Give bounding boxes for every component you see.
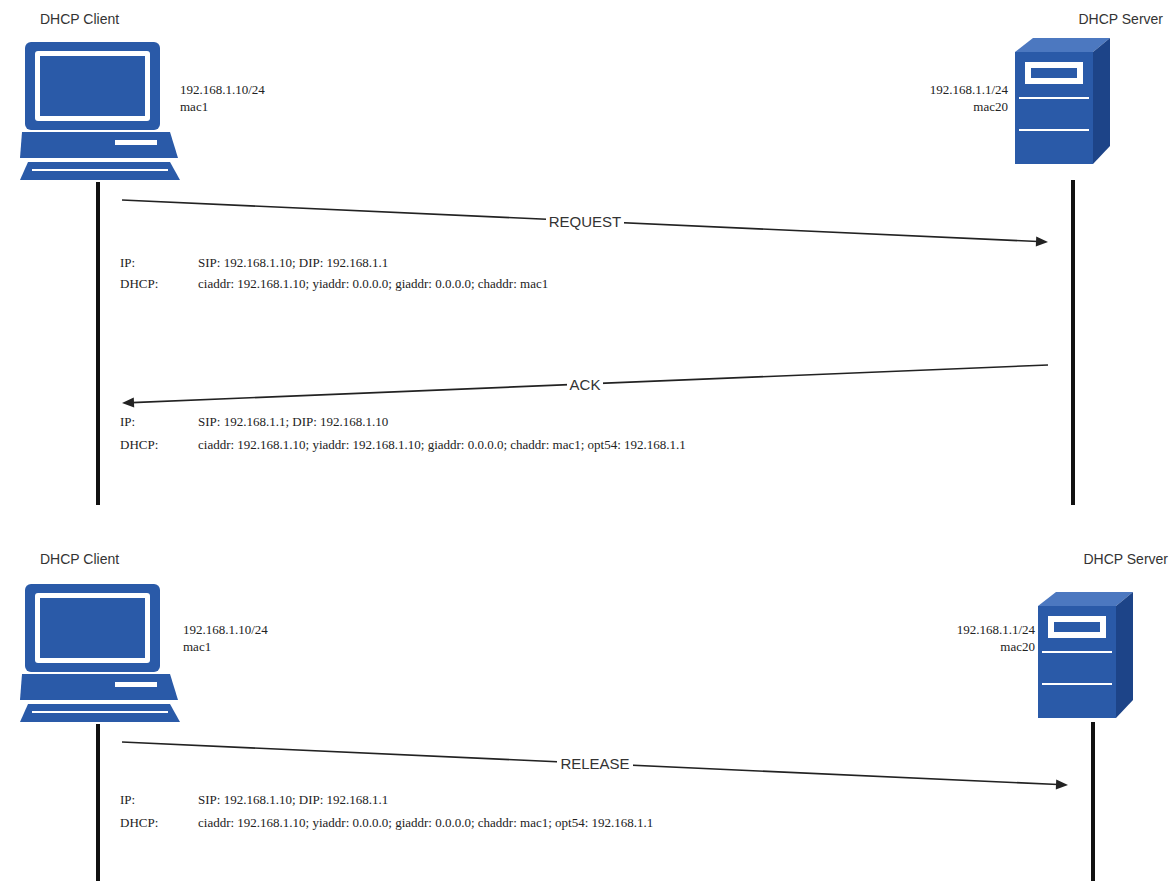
host-address: 192.168.1.10/24 mac1 bbox=[180, 81, 285, 115]
server-icon bbox=[1038, 592, 1133, 718]
host-node: DHCP Server 192.168.1.1/24 mac20 bbox=[880, 5, 1165, 190]
field-name: DHCP: bbox=[120, 437, 158, 453]
lifeline bbox=[96, 182, 100, 505]
host-title: DHCP Client bbox=[40, 11, 119, 27]
arrowhead bbox=[1056, 779, 1068, 789]
host-title: DHCP Server bbox=[1083, 551, 1168, 567]
lifeline bbox=[1071, 180, 1075, 505]
message-arrow bbox=[122, 200, 1048, 246]
message-arrow bbox=[122, 742, 1068, 789]
message-arrow bbox=[122, 365, 1048, 408]
field-value: ciaddr: 192.168.1.10; yiaddr: 0.0.0.0; g… bbox=[198, 276, 548, 292]
field-value: SIP: 192.168.1.1; DIP: 192.168.1.10 bbox=[198, 414, 388, 430]
server-icon bbox=[1015, 38, 1110, 164]
host-title: DHCP Server bbox=[1078, 11, 1163, 27]
arrowhead bbox=[122, 398, 134, 408]
lifeline bbox=[1091, 722, 1095, 881]
field-value: SIP: 192.168.1.10; DIP: 192.168.1.1 bbox=[198, 792, 388, 808]
field-name: IP: bbox=[120, 255, 135, 271]
field-name: DHCP: bbox=[120, 815, 158, 831]
field-name: DHCP: bbox=[120, 276, 158, 292]
field-name: IP: bbox=[120, 792, 135, 808]
host-node: DHCP Client 192.168.1.10/24 mac1 bbox=[20, 5, 320, 185]
field-name: IP: bbox=[120, 414, 135, 430]
arrowhead bbox=[1036, 236, 1048, 246]
message-name: ACK bbox=[567, 376, 604, 393]
host-address: 192.168.1.10/24 mac1 bbox=[183, 621, 288, 655]
host-title: DHCP Client bbox=[40, 551, 119, 567]
field-value: SIP: 192.168.1.10; DIP: 192.168.1.1 bbox=[198, 255, 388, 271]
message-name: RELEASE bbox=[557, 755, 632, 772]
field-value: ciaddr: 192.168.1.10; yiaddr: 0.0.0.0; g… bbox=[198, 815, 653, 831]
host-node: DHCP Server 192.168.1.1/24 mac20 bbox=[885, 545, 1170, 725]
field-value: ciaddr: 192.168.1.10; yiaddr: 192.168.1.… bbox=[198, 437, 686, 453]
lifeline bbox=[96, 724, 100, 881]
message-name: REQUEST bbox=[546, 213, 625, 230]
host-address: 192.168.1.1/24 mac20 bbox=[940, 621, 1035, 655]
computer-icon bbox=[20, 42, 180, 180]
host-address: 192.168.1.1/24 mac20 bbox=[913, 81, 1008, 115]
host-node: DHCP Client 192.168.1.10/24 mac1 bbox=[20, 545, 320, 725]
computer-icon bbox=[20, 584, 180, 722]
